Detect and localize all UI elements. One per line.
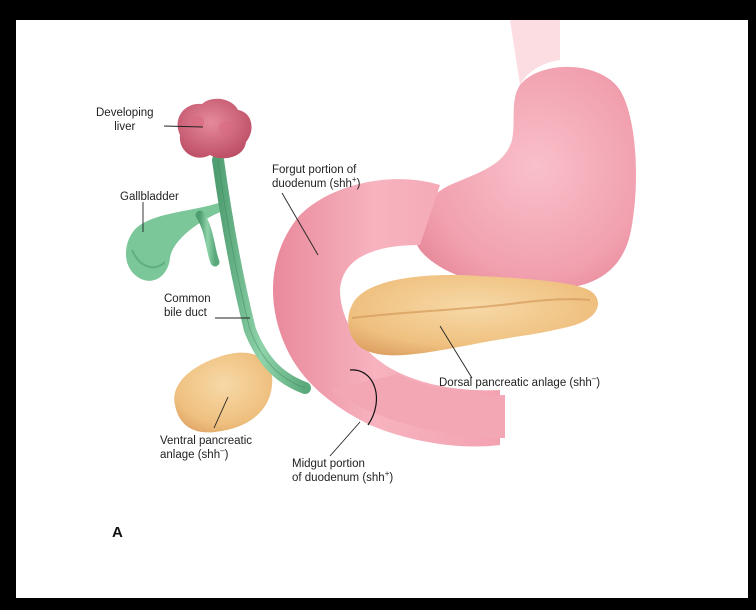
stomach (414, 67, 636, 290)
panel-label: A (112, 524, 123, 541)
label-midgut-duodenum: Midgut portion of duodenum (shh+) (292, 457, 393, 485)
figure-frame: Developing liver Gallbladder Common bile… (16, 20, 748, 598)
label-dorsal-pancreatic-anlage: Dorsal pancreatic anlage (shh–) (439, 376, 600, 390)
cystic-duct (200, 215, 215, 262)
label-gallbladder: Gallbladder (120, 190, 179, 204)
label-ventral-pancreatic-anlage: Ventral pancreatic anlage (shh–) (160, 434, 252, 462)
ventral-pancreas (174, 353, 272, 433)
label-developing-liver: Developing liver (96, 106, 154, 134)
developing-liver (178, 99, 252, 159)
label-foregut-duodenum: Forgut portion of duodenum (shh+) (272, 163, 360, 191)
label-common-bile-duct: Common bile duct (164, 292, 211, 320)
